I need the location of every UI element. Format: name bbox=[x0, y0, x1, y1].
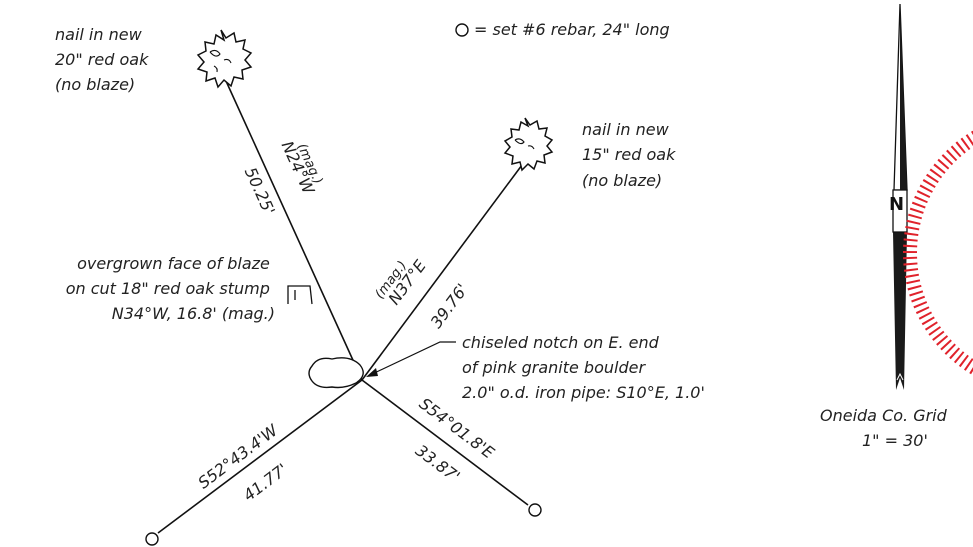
tree-ne-line-1: nail in new bbox=[582, 120, 670, 139]
leader-arrowhead-icon bbox=[366, 368, 378, 377]
legend-text: = set #6 rebar, 24" long bbox=[474, 20, 670, 39]
tree-ne-line-2: 15" red oak bbox=[582, 145, 676, 164]
tree-nw-line-2: 20" red oak bbox=[55, 50, 149, 69]
line-ne bbox=[361, 164, 523, 381]
nw-distance-label: 50.25' bbox=[241, 164, 279, 218]
boulder-label: chiseled notch on E. end of pink granite… bbox=[462, 333, 705, 402]
boulder-line-2: of pink granite boulder bbox=[462, 358, 646, 377]
north-letter: N bbox=[889, 194, 904, 215]
ne-distance: 39.76' bbox=[427, 280, 472, 332]
tree-nw-icon bbox=[196, 29, 253, 89]
rebar-pin-sw bbox=[145, 532, 159, 546]
rebar-legend-symbol bbox=[455, 23, 469, 37]
boulder-line-3: 2.0" o.d. iron pipe: S10°E, 1.0' bbox=[462, 383, 705, 402]
tree-ne-label: nail in new 15" red oak (no blaze) bbox=[582, 120, 680, 190]
nw-distance: 50.25' bbox=[241, 164, 279, 218]
se-distance: 33.87' bbox=[412, 441, 464, 486]
ne-distance-label: 39.76' bbox=[427, 280, 472, 332]
tree-ne-icon bbox=[503, 117, 554, 172]
tree-nw-line-3: (no blaze) bbox=[55, 75, 135, 94]
stump-line-2: on cut 18" red oak stump bbox=[66, 279, 270, 298]
boulder-leader bbox=[367, 341, 456, 377]
ne-bearing-label: (mag.) N37°E bbox=[372, 256, 430, 309]
grid-label: Oneida Co. Grid bbox=[820, 406, 948, 425]
tree-nw-line-1: nail in new bbox=[55, 25, 143, 44]
boulder-icon bbox=[308, 357, 364, 389]
line-nw bbox=[220, 69, 363, 381]
line-se bbox=[361, 379, 529, 506]
compass-ring-icon bbox=[903, 130, 973, 376]
scale-label: 1" = 30' bbox=[862, 431, 928, 450]
stump-line-3: N34°W, 16.8' (mag.) bbox=[112, 304, 275, 323]
boulder-line-1: chiseled notch on E. end bbox=[462, 333, 660, 352]
north-arrow-icon bbox=[892, 3, 908, 390]
se-distance-label: 33.87' bbox=[412, 441, 464, 486]
stump-icon bbox=[287, 285, 313, 305]
line-sw bbox=[157, 379, 363, 534]
tree-nw-label: nail in new 20" red oak (no blaze) bbox=[55, 25, 153, 94]
nw-bearing-label: (mag.) N24°W bbox=[278, 138, 326, 198]
stump-line-1: overgrown face of blaze bbox=[77, 254, 270, 273]
tree-ne-line-3: (no blaze) bbox=[582, 171, 662, 190]
stump-label: overgrown face of blaze on cut 18" red o… bbox=[66, 254, 275, 323]
rebar-pin-se bbox=[528, 503, 542, 517]
